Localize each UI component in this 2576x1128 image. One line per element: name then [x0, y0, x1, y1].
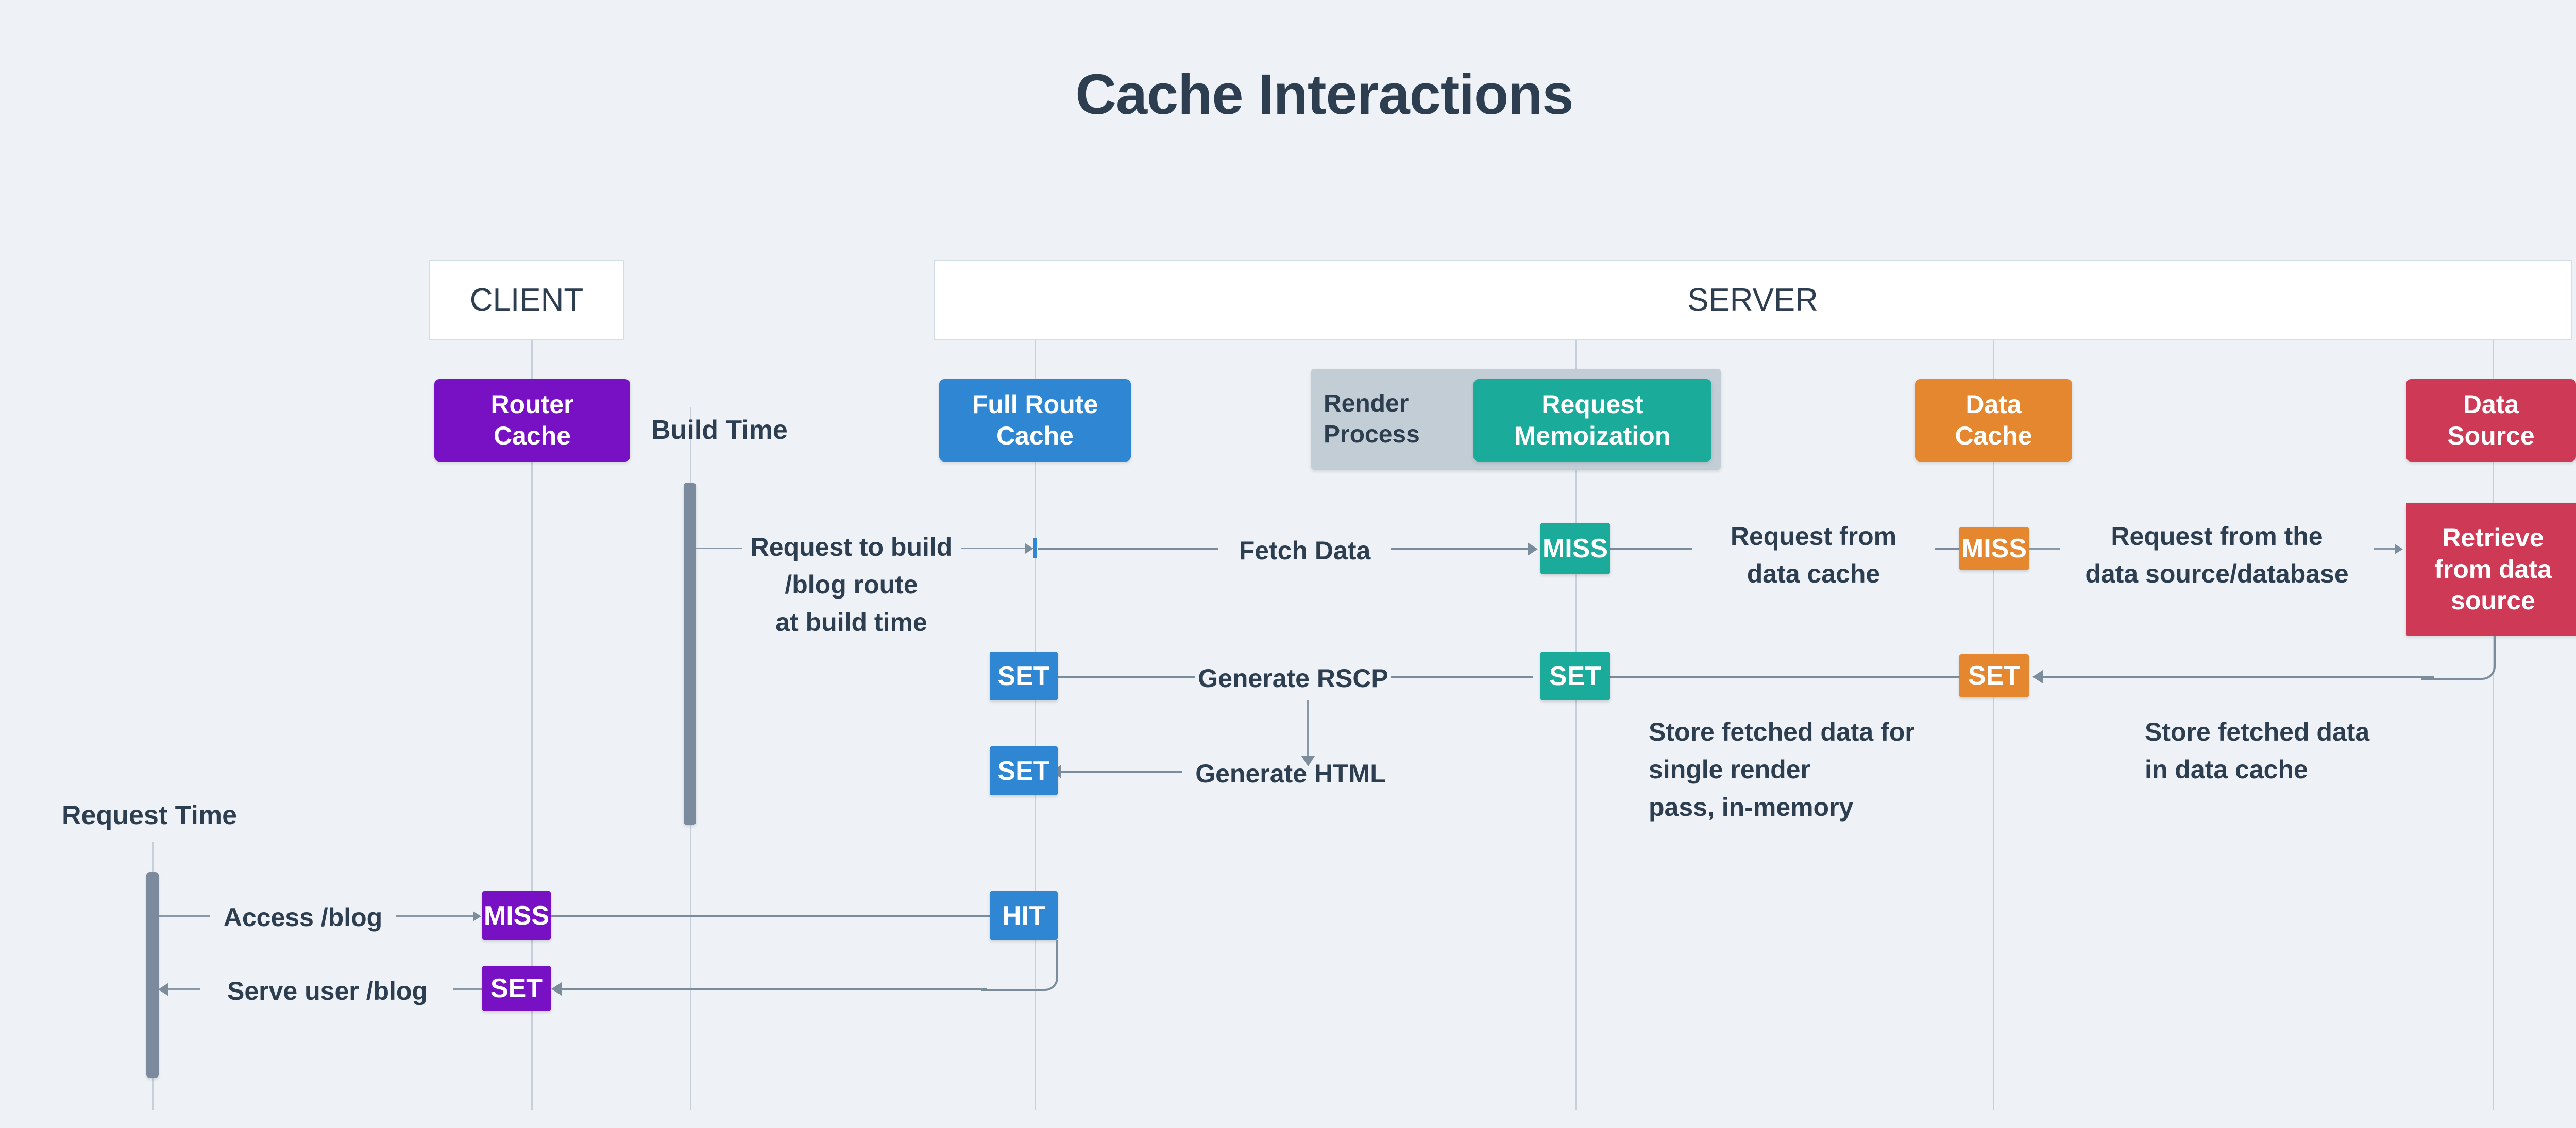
connector-frc-to-fetchdata: [1038, 548, 1218, 550]
actor-header-server-label: SERVER: [1687, 282, 1818, 318]
node-retrieve-line3: source: [2451, 586, 2535, 615]
badge-router-cache-miss[interactable]: MISS: [482, 891, 551, 940]
message-generate-html: Generate HTML: [1195, 759, 1386, 788]
message-fetch-data: Fetch Data: [1239, 536, 1371, 565]
phase-label-request-time: Request Time: [62, 800, 238, 830]
arrowhead-retrieve-back-to-datacache: [2032, 670, 2043, 683]
badge-data-cache-miss[interactable]: MISS: [1959, 527, 2029, 570]
node-full-route-cache[interactable]: Full Route Cache: [939, 379, 1131, 462]
frc-arrival-marker: [1033, 538, 1037, 558]
page-title: Cache Interactions: [1075, 63, 1573, 126]
message-serve-user-blog: Serve user /blog: [227, 977, 428, 1005]
elbow-retrieve-to-datacache: [2421, 636, 2496, 680]
lifeline-full-route-cache: [1035, 340, 1036, 1110]
connector-rscp-to-frc-set: [1038, 676, 1195, 678]
connector-build-to-request-label: [696, 548, 742, 549]
badge-full-route-cache-hit[interactable]: HIT: [990, 891, 1058, 940]
connector-datacache-set-to-memo-set: [1610, 676, 1960, 678]
connector-datacache-label-to-datacache: [1935, 548, 1963, 550]
node-router-cache-line2: Cache: [493, 421, 571, 450]
connector-datacache-to-datasource-label: [2029, 548, 2060, 550]
arrowhead-serve-to-requesttime: [158, 983, 168, 996]
node-retrieve-line2: from data: [2434, 554, 2552, 584]
connector-serve-label-to-requesttime: [167, 988, 200, 990]
lifeline-router-cache: [531, 340, 533, 1110]
badge-request-memoization-miss[interactable]: MISS: [1540, 523, 1610, 574]
connector-html-to-frc-set: [1061, 771, 1182, 773]
message-request-from-data-source: Request from the data source/database: [2085, 522, 2349, 588]
message-generate-rscp: Generate RSCP: [1198, 664, 1388, 693]
arrowhead-down-to-html: [1301, 756, 1315, 766]
phase-label-build-time: Build Time: [651, 415, 788, 445]
connector-frc-hit-back-to-router-set: [562, 988, 987, 990]
message-request-from-data-cache: Request from data cache: [1730, 522, 1897, 588]
node-data-cache-line2: Cache: [1955, 421, 2032, 450]
badge-full-route-cache-set-rscp[interactable]: SET: [990, 652, 1058, 700]
node-data-source[interactable]: Data Source: [2406, 379, 2576, 462]
message-access-blog: Access /blog: [223, 903, 383, 932]
connector-memo-set-to-rscp: [1391, 676, 1533, 678]
badge-request-memoization-set[interactable]: SET: [1540, 652, 1610, 700]
connector-router-set-to-serve-label: [453, 988, 482, 990]
message-request-to-build: Request to build /blog route at build ti…: [750, 533, 953, 637]
elbow-frc-hit-to-router-set: [981, 940, 1058, 991]
node-full-route-cache-line1: Full Route: [972, 390, 1098, 419]
arrowhead-access-to-router-miss: [473, 911, 481, 921]
node-data-cache[interactable]: Data Cache: [1915, 379, 2072, 462]
node-data-source-line2: Source: [2447, 421, 2535, 450]
arrowhead-fetchdata-to-memo: [1528, 542, 1538, 556]
connector-router-miss-to-frc-hit: [551, 915, 1004, 917]
connector-requesttime-to-access-label: [159, 915, 210, 917]
node-request-memoization-line1: Request: [1541, 390, 1643, 419]
activation-bar-request-time: [146, 872, 159, 1078]
actor-header-client-label: CLIENT: [469, 282, 584, 318]
badge-router-cache-set[interactable]: SET: [482, 966, 551, 1011]
lifeline-data-source: [2493, 340, 2494, 1110]
connector-fetchdata-to-memo: [1391, 548, 1528, 550]
node-retrieve-from-data-source[interactable]: Retrieve from data source: [2406, 503, 2576, 636]
activation-bar-build-time: [684, 483, 696, 825]
arrowhead-frc-to-router-set: [551, 982, 562, 996]
arrowhead-to-retrieve: [2395, 544, 2403, 554]
connector-datasource-label-to-retrieve: [2374, 548, 2395, 550]
actor-header-server: SERVER: [934, 260, 2572, 340]
node-router-cache-line1: Router: [490, 390, 574, 419]
node-render-process-line2: Process: [1324, 421, 1420, 448]
message-store-fetched-data-cache: Store fetched data in data cache: [2145, 717, 2370, 784]
node-data-cache-line1: Data: [1965, 390, 2022, 419]
node-request-memoization[interactable]: Request Memoization: [1473, 379, 1711, 462]
badge-data-cache-set[interactable]: SET: [1959, 654, 2029, 697]
node-render-process-line1: Render: [1324, 390, 1409, 417]
connector-request-label-to-frc: [961, 548, 1025, 549]
node-render-process-labels: Render Process: [1324, 388, 1420, 450]
lifeline-request-memoization: [1575, 340, 1577, 1110]
actor-header-client: CLIENT: [429, 260, 624, 340]
node-router-cache[interactable]: Router Cache: [434, 379, 630, 462]
connector-memo-to-datacache-label: [1610, 548, 1692, 550]
lifeline-data-cache: [1993, 340, 1994, 1110]
connector-rscp-down-to-html: [1307, 700, 1309, 757]
arrowhead-request-to-frc: [1025, 543, 1033, 554]
connector-retrieve-back-to-datacache: [2043, 676, 2434, 678]
node-retrieve-line1: Retrieve: [2442, 523, 2544, 552]
connector-access-label-to-router: [396, 915, 473, 917]
badge-full-route-cache-set-html[interactable]: SET: [990, 746, 1058, 795]
node-full-route-cache-line2: Cache: [996, 421, 1074, 450]
message-store-fetched-single-render: Store fetched data for single render pas…: [1649, 717, 1915, 822]
node-data-source-line1: Data: [2463, 390, 2519, 419]
node-request-memoization-line2: Memoization: [1514, 421, 1671, 450]
